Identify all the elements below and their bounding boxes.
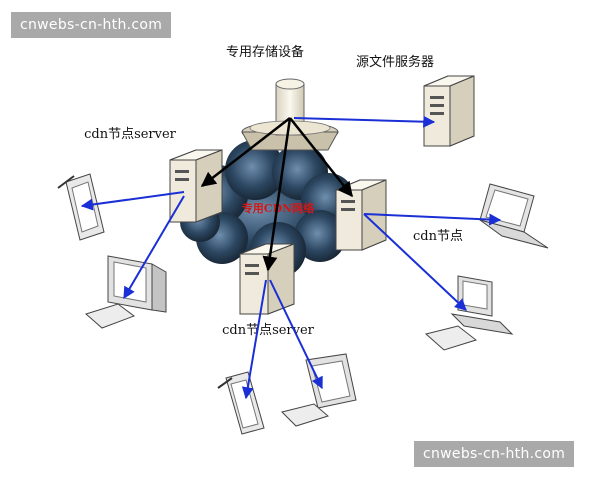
watermark-bottom: cnwebs-cn-hth.com (414, 441, 575, 467)
laptop-right-icon (479, 183, 549, 249)
cdn-server-bottom-icon (239, 243, 295, 315)
link-left-to-desktop (123, 195, 185, 300)
source-server-icon (423, 75, 475, 147)
cdn-node-bottom-label: cdn节点server (222, 323, 315, 338)
desktop-right-icon (424, 275, 514, 351)
link-left-to-tablet (80, 191, 185, 211)
link-storage-to-bottom (262, 117, 292, 272)
tablet-left-icon (57, 173, 105, 241)
storage-links (200, 117, 353, 272)
cdn-node-right-label: cdn节点 (413, 229, 463, 244)
blue-links (80, 115, 502, 400)
storage-label: 专用存储设备 (226, 44, 304, 60)
link-bottom-to-tablet (241, 279, 267, 400)
watermark-top: cnwebs-cn-hth.com (11, 12, 172, 38)
cdn-node-left-label: cdn节点server (84, 127, 177, 142)
link-bottom-to-desktop (269, 279, 323, 390)
tablet-bottom-icon (217, 371, 265, 435)
storage-device-icon (241, 78, 339, 151)
source-server-label: 源文件服务器 (356, 54, 434, 70)
link-right-to-desktop (363, 213, 467, 311)
link-source-to-storage (293, 115, 436, 128)
link-right-to-laptop (363, 213, 502, 226)
link-storage-to-left (200, 117, 291, 187)
cdn-server-left-icon (169, 149, 223, 223)
link-storage-to-right (289, 117, 353, 198)
desktop-left-icon (84, 255, 167, 329)
desktop-bottom-icon (281, 353, 357, 427)
